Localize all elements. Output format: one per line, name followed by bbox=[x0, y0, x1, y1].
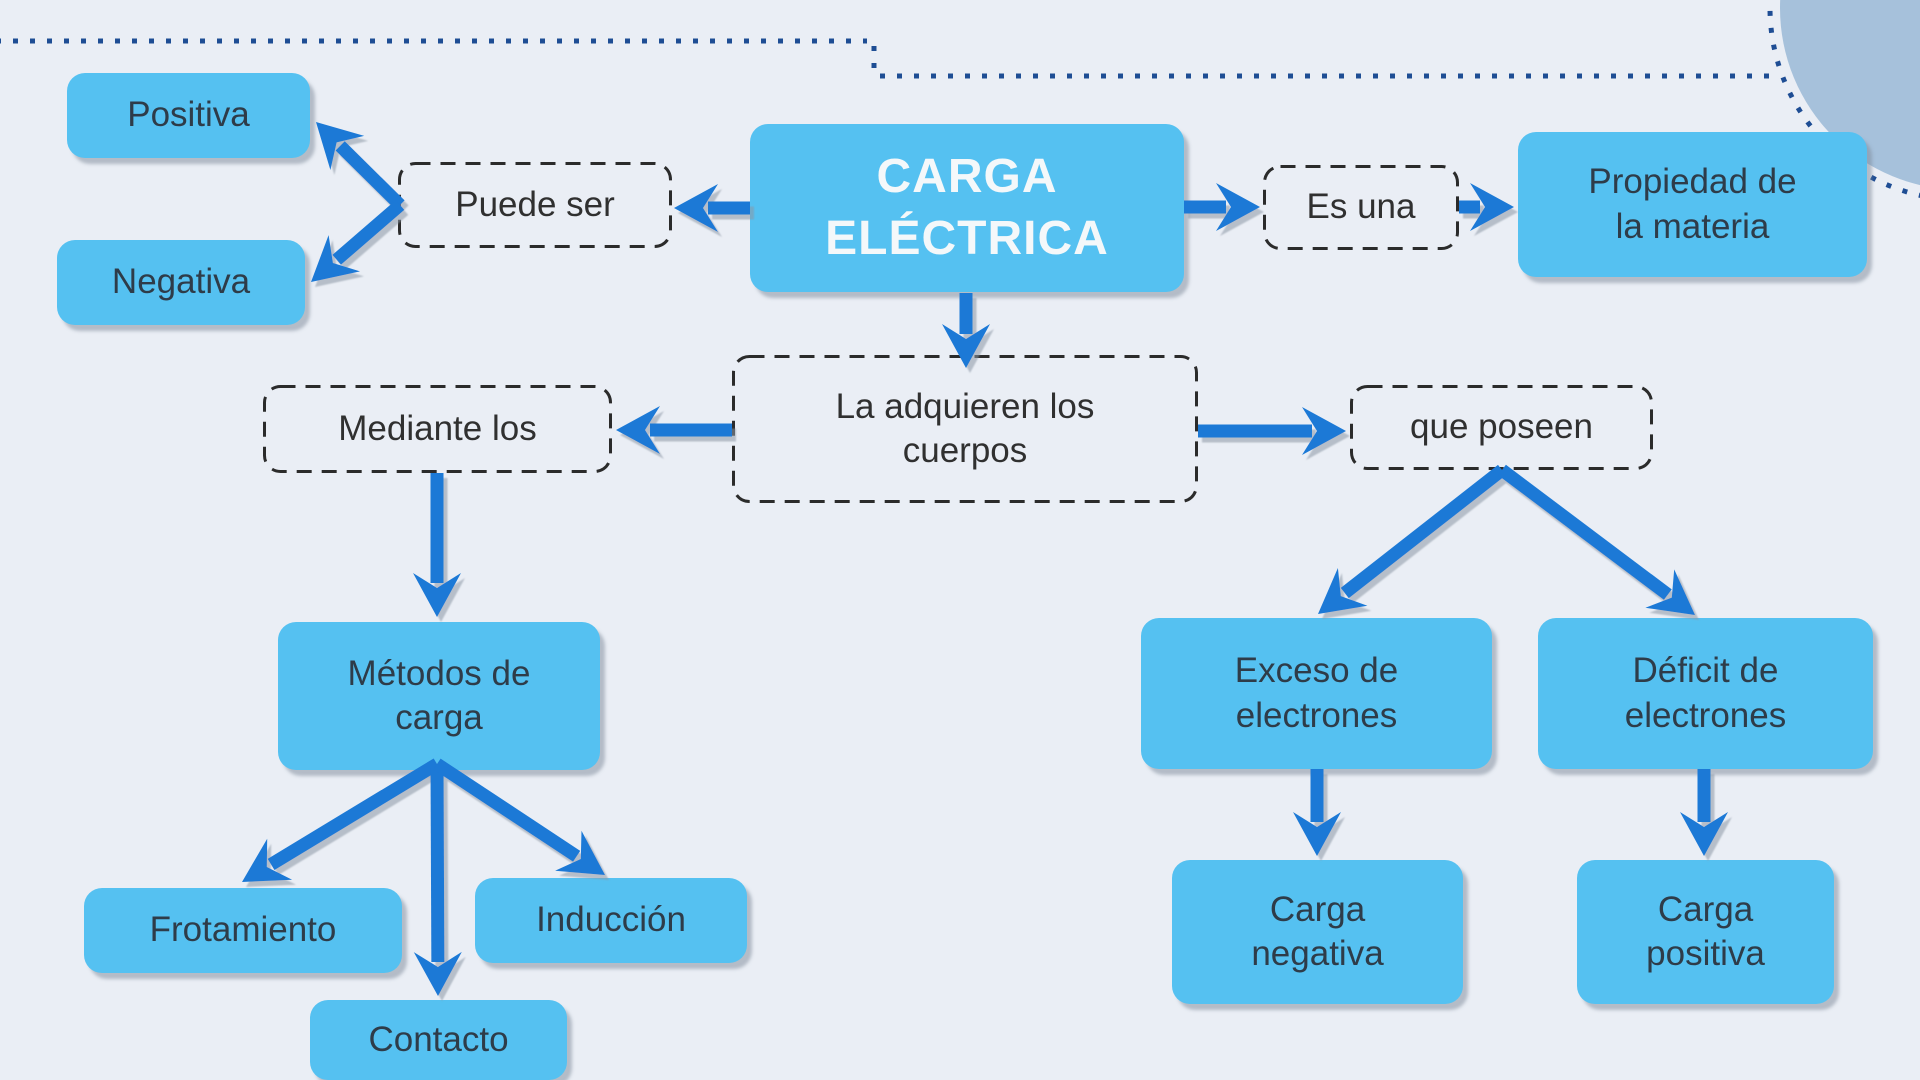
node-label: CARGA ELÉCTRICA bbox=[825, 149, 1109, 265]
node-label: Propiedad de la materia bbox=[1588, 162, 1797, 246]
node-carga-electrica[interactable]: CARGA ELÉCTRICA bbox=[750, 124, 1184, 292]
node-es-una[interactable]: Es una bbox=[1263, 165, 1459, 250]
node-label: La adquieren los cuerpos bbox=[835, 386, 1095, 470]
corner-circle bbox=[1780, 0, 1920, 186]
node-frotamiento[interactable]: Frotamiento bbox=[84, 888, 402, 973]
node-induccion[interactable]: Inducción bbox=[475, 878, 747, 963]
node-carga-positiva[interactable]: Carga positiva bbox=[1577, 860, 1834, 1004]
node-puede-ser[interactable]: Puede ser bbox=[398, 162, 672, 248]
node-mediante-los[interactable]: Mediante los bbox=[263, 385, 612, 473]
node-label: Positiva bbox=[127, 95, 250, 135]
node-label: Exceso de electrones bbox=[1234, 651, 1399, 735]
node-label: Puede ser bbox=[455, 184, 615, 224]
node-label: Frotamiento bbox=[149, 910, 337, 950]
node-label: Inducción bbox=[536, 900, 686, 940]
node-label: Es una bbox=[1306, 187, 1416, 227]
node-deficit-de-electrones[interactable]: Déficit de electrones bbox=[1538, 618, 1873, 769]
node-exceso-de-electrones[interactable]: Exceso de electrones bbox=[1141, 618, 1492, 769]
node-label: Mediante los bbox=[338, 408, 537, 448]
node-carga-negativa[interactable]: Carga negativa bbox=[1172, 860, 1463, 1004]
node-positiva[interactable]: Positiva bbox=[67, 73, 310, 158]
node-negativa[interactable]: Negativa bbox=[57, 240, 305, 325]
node-que-poseen[interactable]: que poseen bbox=[1350, 385, 1653, 470]
node-metodos-de-carga[interactable]: Métodos de carga bbox=[278, 622, 600, 770]
node-label: Carga negativa bbox=[1251, 889, 1384, 973]
node-label: Métodos de carga bbox=[347, 653, 531, 737]
node-label: Contacto bbox=[368, 1019, 509, 1059]
node-la-adquieren-los-cuerpos[interactable]: La adquieren los cuerpos bbox=[732, 355, 1198, 503]
node-propiedad-de-la-materia[interactable]: Propiedad de la materia bbox=[1518, 132, 1867, 277]
node-label: Negativa bbox=[111, 262, 251, 302]
node-label: Déficit de electrones bbox=[1624, 651, 1787, 735]
node-contacto[interactable]: Contacto bbox=[310, 1000, 567, 1080]
node-label: que poseen bbox=[1410, 407, 1593, 447]
node-label: Carga positiva bbox=[1646, 889, 1765, 973]
